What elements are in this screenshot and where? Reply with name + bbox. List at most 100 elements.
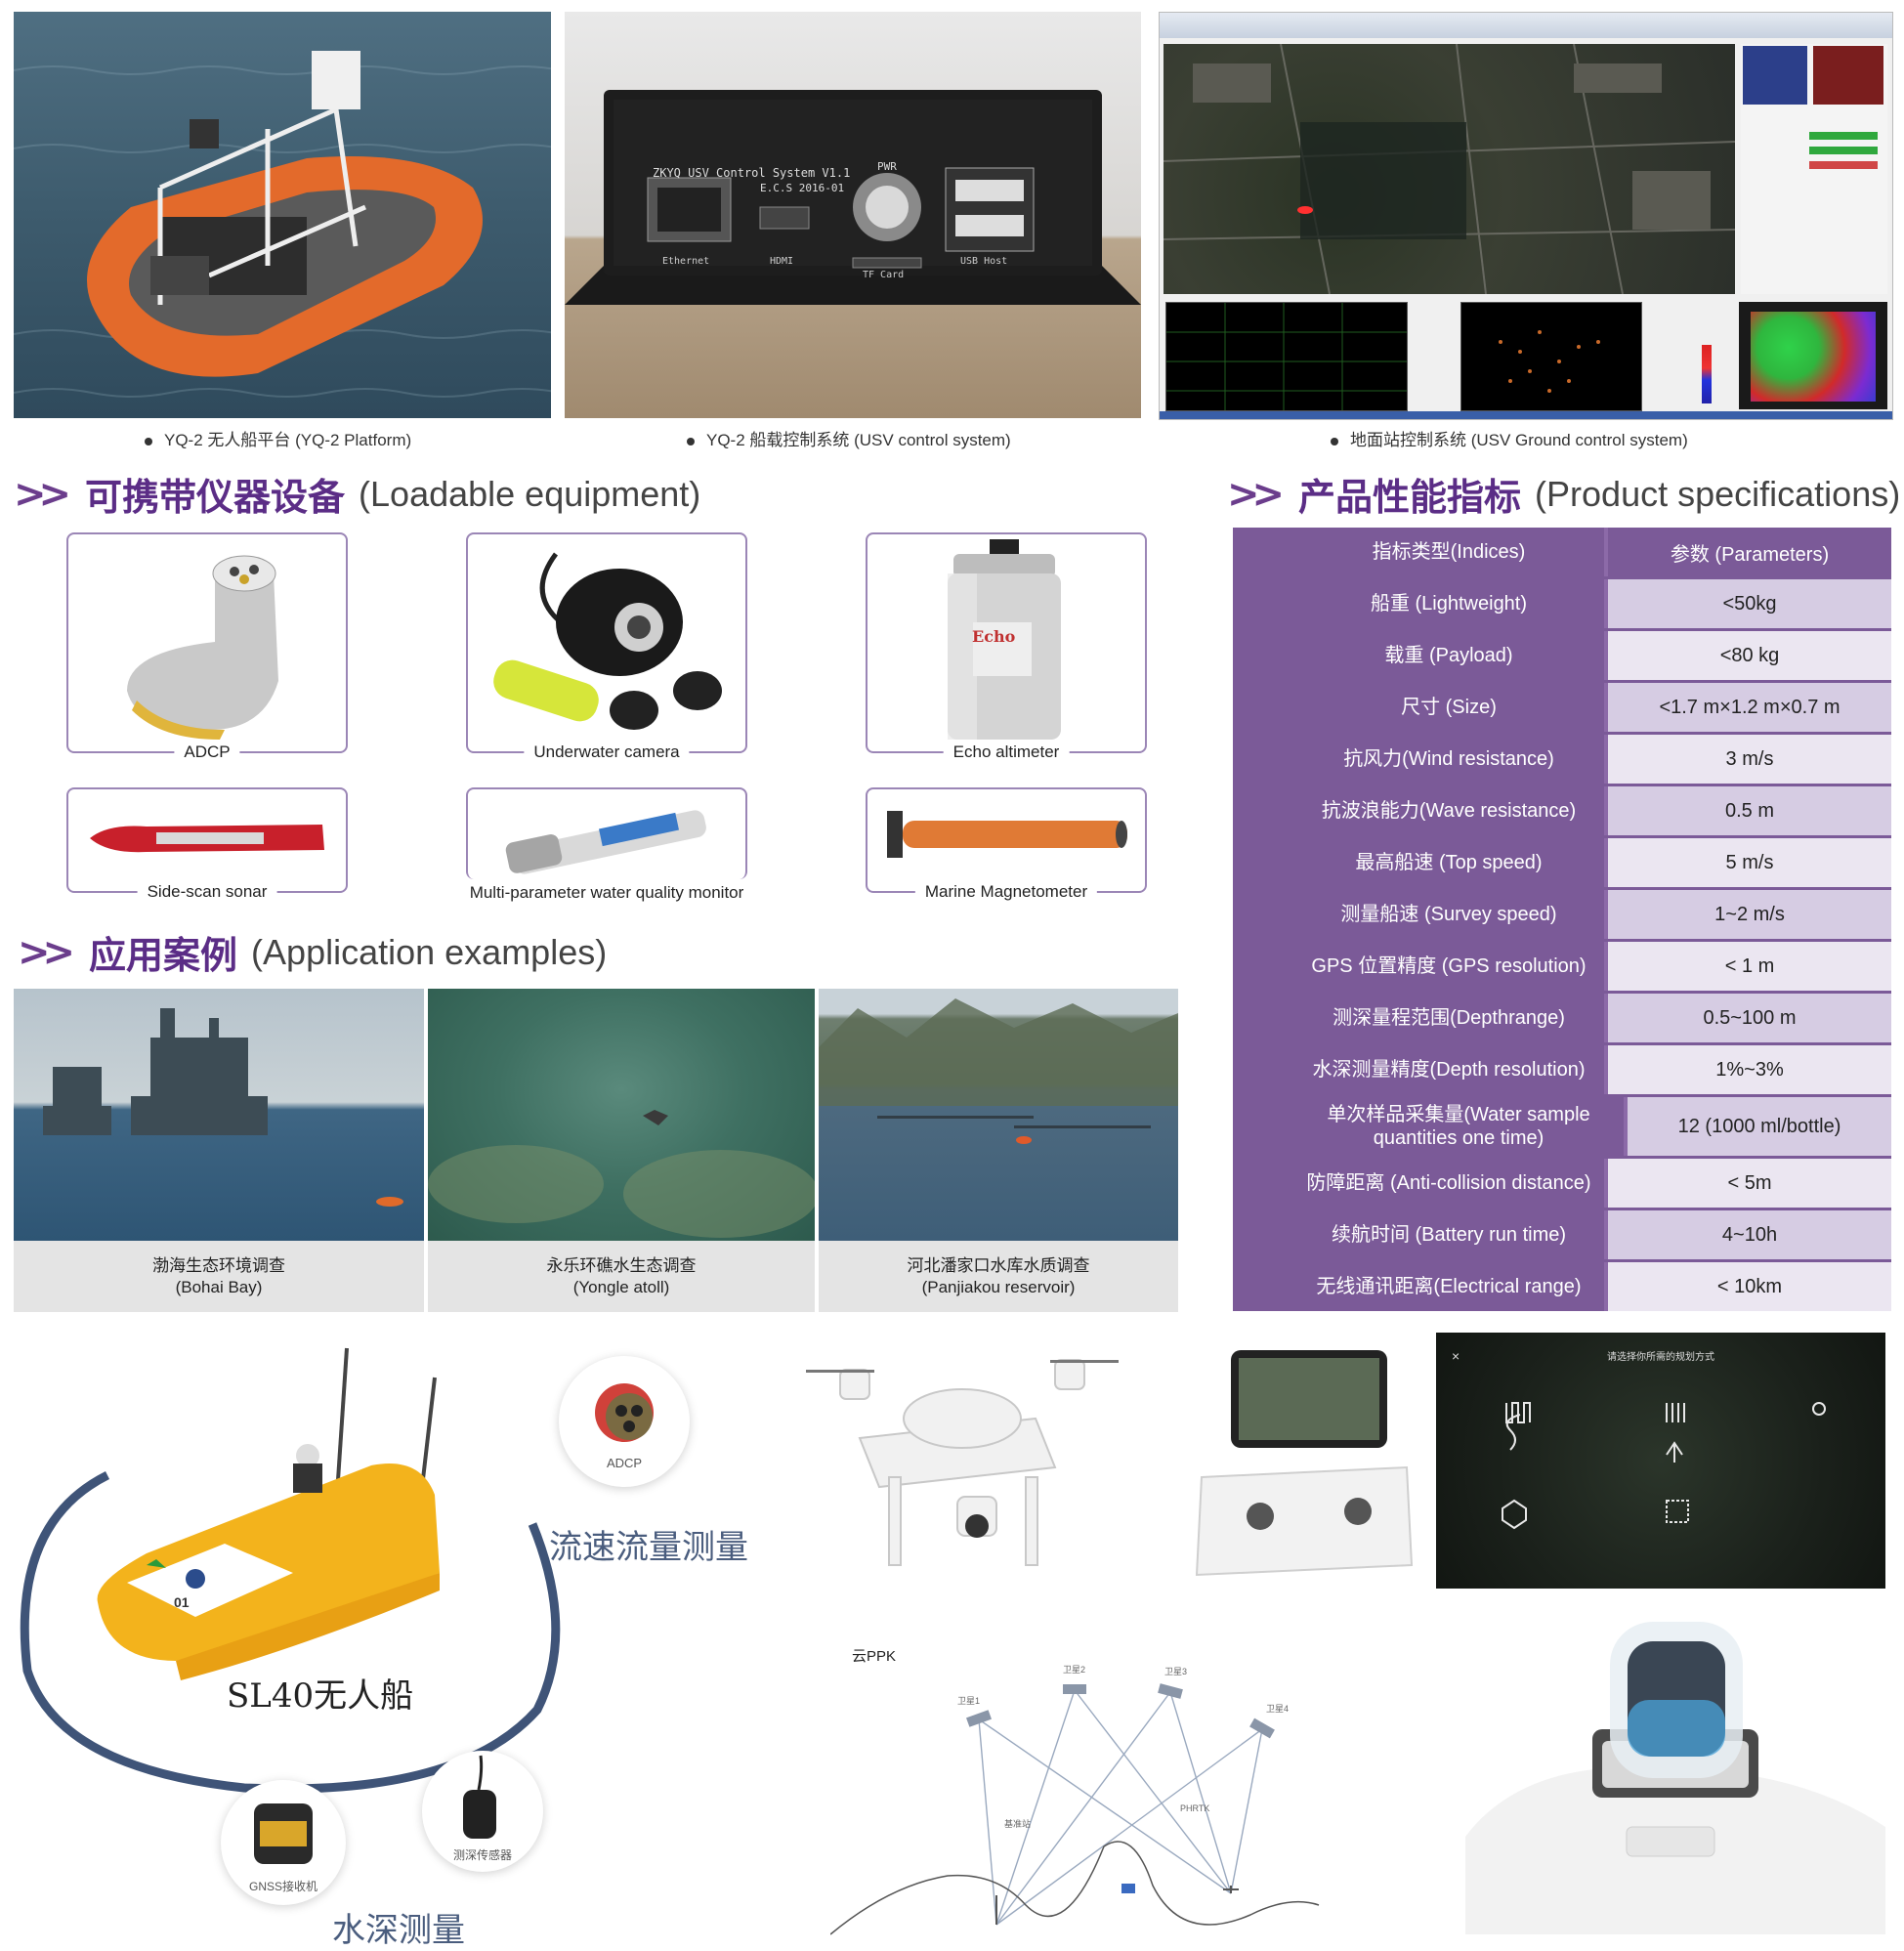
ppk-sat-3: 卫星3 (1164, 1667, 1188, 1676)
ppk-sat-4: 卫星4 (1266, 1704, 1290, 1714)
spec-row: 抗风力(Wind resistance)3 m/s (1293, 735, 1891, 786)
marine-magnetometer-icon (887, 811, 1127, 858)
usv-platform-illustration (14, 51, 551, 398)
spec-row: 单次样品采集量(Water sample quantities one time… (1293, 1097, 1891, 1159)
spec-row: 抗波浪能力(Wave resistance)0.5 m (1293, 786, 1891, 838)
equipment-label: Side-scan sonar (137, 882, 277, 902)
adcp-icon (127, 555, 278, 740)
depth-sensor-icon (463, 1755, 496, 1839)
sl40-boat-label: SL40无人船 (227, 1676, 414, 1716)
spec-row: 水深测量精度(Depth resolution)1%~3% (1293, 1045, 1891, 1097)
equipment-echo-altimeter: Echo Echo altimeter (866, 532, 1147, 762)
gcs-toolbar (1160, 13, 1892, 38)
spec-row: 测量船速 (Survey speed)1~2 m/s (1293, 890, 1891, 942)
spec-row: 续航时间 (Battery run time)4~10h (1293, 1210, 1891, 1262)
double-chevron-icon: >> (18, 929, 75, 975)
loadable-title: >> 可携带仪器设备 (Loadable equipment) (14, 471, 701, 520)
gnss-module-illustration (1465, 1622, 1885, 1934)
drone-controller-illustration (806, 1350, 1414, 1577)
control-box-version-text: E.C.S 2016-01 (760, 182, 845, 194)
adcp-badge-label: ADCP (606, 1456, 643, 1470)
specs-title: >> 产品性能指标 (Product specifications) (1227, 471, 1901, 520)
equipment-label: Multi-parameter water quality monitor (459, 883, 754, 903)
application-photo-bohai (14, 989, 424, 1241)
spec-row: GPS 位置精度 (GPS resolution)< 1 m (1293, 942, 1891, 994)
control-box-illustration (565, 90, 1141, 305)
caption-platform: YQ-2 无人船平台 (YQ-2 Platform) (145, 426, 411, 450)
control-box-ethernet-label: Ethernet (662, 256, 710, 267)
control-box-pwr-label: PWR (877, 160, 897, 173)
application-photo-panjiakou (819, 989, 1178, 1241)
application-title: >> 应用案例 (Application examples) (18, 929, 608, 978)
caption-ground: 地面站控制系统 (USV Ground control system) (1331, 426, 1688, 450)
spec-row: 最高船速 (Top speed)5 m/s (1293, 838, 1891, 890)
echo-can-label: Echo (972, 627, 1016, 646)
equipment-underwater-camera: Underwater camera (466, 532, 747, 762)
side-scan-sonar-icon (90, 825, 324, 853)
gnss-badge-label: GNSS接收机 (248, 1880, 317, 1893)
equipment-label: Marine Magnetometer (914, 882, 1098, 902)
equipment-water-quality-monitor: Multi-parameter water quality monitor (459, 787, 754, 903)
ppk-title: 云PPK (852, 1648, 897, 1665)
gnss-badge: GNSS接收机 (221, 1780, 346, 1905)
mission-mode-icons (1502, 1402, 1826, 1530)
equipment-marine-magnetometer: Marine Magnetometer (866, 787, 1147, 902)
flow-measurement-label: 流速流量测量 (549, 1528, 748, 1567)
gcs-taskbar (1160, 411, 1892, 419)
gcs-chart-1 (1165, 302, 1408, 411)
spec-row: 测深量程范围(Depthrange)0.5~100 m (1293, 994, 1891, 1045)
usv-platform-photo (14, 12, 551, 418)
adcp-badge: ADCP (559, 1356, 690, 1487)
control-box-model-text: ZKYQ USV Control System V1.1 (653, 166, 851, 180)
gcs-satellite-map (1163, 43, 1736, 295)
equipment-label: ADCP (174, 742, 240, 762)
boat-hull-number: 01 (174, 1594, 190, 1610)
spec-header-indices: 指标类型(Indices) (1293, 528, 1608, 576)
application-caption-yongle: 永乐环礁水生态调查(Yongle atoll) (428, 1241, 815, 1312)
equipment-adcp: ADCP (66, 532, 348, 762)
equipment-side-scan-sonar: Side-scan sonar (66, 787, 348, 902)
adcp-sensor-icon (595, 1383, 654, 1442)
ppk-rover-label: PHRTK (1180, 1803, 1210, 1813)
equipment-label: Underwater camera (524, 742, 690, 762)
ppk-sat-2: 卫星2 (1063, 1665, 1086, 1675)
double-chevron-icon: >> (14, 471, 71, 517)
gcs-instrument-panel (1741, 44, 1887, 294)
control-box-tf-label: TF Card (863, 270, 905, 280)
equipment-label: Echo altimeter (943, 742, 1070, 762)
control-system-photo: ZKYQ USV Control System V1.1 E.C.S 2016-… (565, 12, 1141, 418)
application-caption-bohai: 渤海生态环境调查(Bohai Bay) (14, 1241, 424, 1312)
control-box-usb-label: USB Host (960, 256, 1008, 267)
caption-control: YQ-2 船载控制系统 (USV control system) (687, 426, 1011, 450)
depth-sensor-badge-label: 测深传感器 (452, 1848, 512, 1862)
echo-altimeter-icon (948, 539, 1061, 740)
sl40-boat-illustration (20, 1347, 561, 1794)
depth-sensor-badge: 测深传感器 (422, 1751, 543, 1872)
ppk-base-label: 基准站 (1004, 1819, 1032, 1829)
double-chevron-icon: >> (1227, 471, 1285, 517)
ground-control-screenshot (1159, 12, 1893, 420)
gcs-colorbar (1702, 345, 1712, 403)
control-box-hdmi-label: HDMI (770, 256, 794, 267)
spec-header-parameters: 参数 (Parameters) (1608, 528, 1891, 576)
spec-row: 尺寸 (Size)<1.7 m×1.2 m×0.7 m (1293, 683, 1891, 735)
ppk-sat-1: 卫星1 (957, 1696, 981, 1706)
spec-table: 指标类型(Indices) 参数 (Parameters) 船重 (Lightw… (1233, 528, 1891, 1311)
application-caption-panjiakou: 河北潘家口水库水质调查(Panjiakou reservoir) (819, 1241, 1178, 1312)
underwater-camera-icon (493, 552, 722, 730)
water-quality-monitor-icon (505, 810, 706, 874)
gcs-heatmap (1739, 302, 1887, 409)
application-photo-yongle (428, 989, 815, 1241)
spec-row: 无线通讯距离(Electrical range)< 10km (1293, 1262, 1891, 1311)
spec-row: 船重 (Lightweight)<50kg (1293, 579, 1891, 631)
mission-planning-title: 请选择你所需的规划方式 (1607, 1352, 1714, 1363)
spec-row: 载重 (Payload)<80 kg (1293, 631, 1891, 683)
gnss-receiver-icon (254, 1803, 313, 1864)
depth-measurement-label: 水深测量 (332, 1911, 465, 1950)
gcs-chart-2 (1460, 302, 1642, 411)
close-icon[interactable]: × (1452, 1348, 1460, 1364)
ppk-diagram (830, 1683, 1320, 1935)
spec-row: 防障距离 (Anti-collision distance)< 5m (1293, 1159, 1891, 1210)
mission-planning-screen: × 请选择你所需的规划方式 (1436, 1333, 1885, 1589)
spec-header-row: 指标类型(Indices) 参数 (Parameters) (1293, 528, 1891, 579)
